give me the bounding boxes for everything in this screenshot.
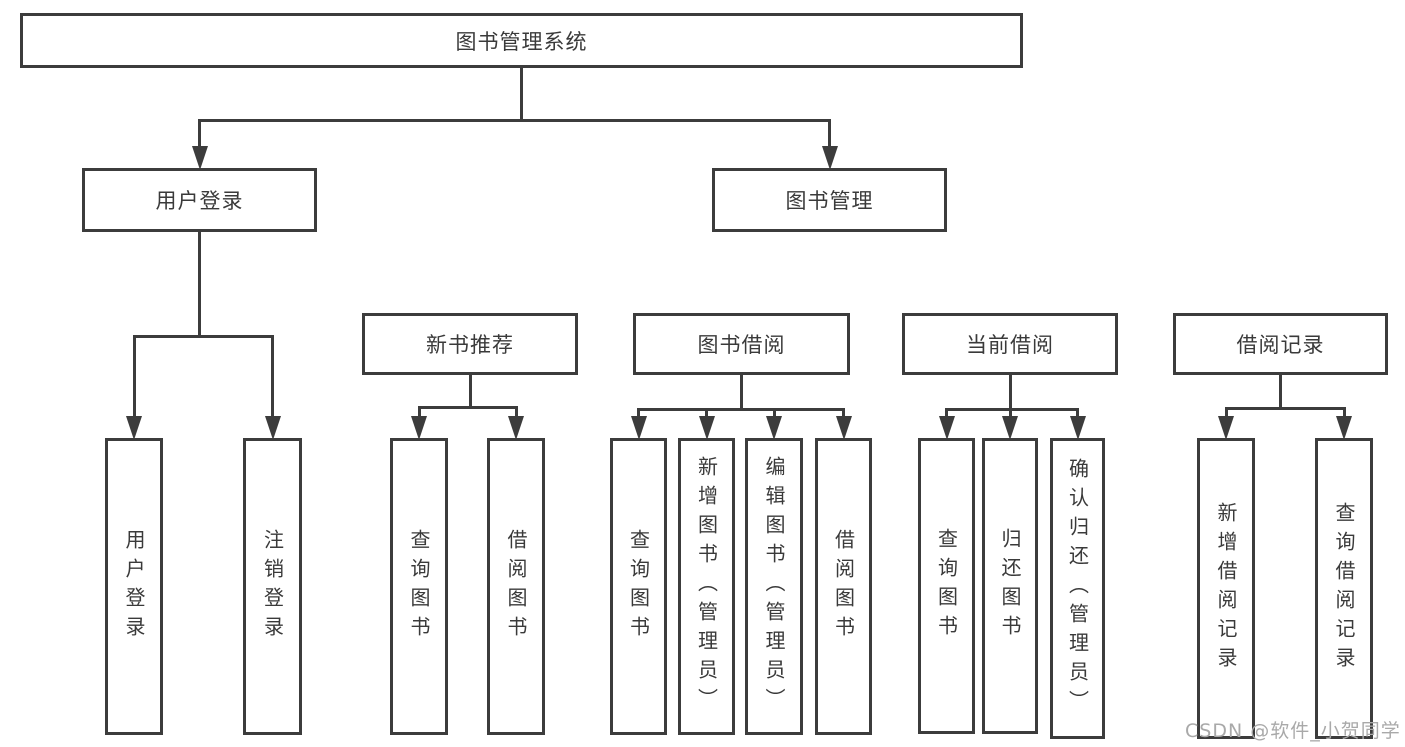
edge-bar-root xyxy=(198,118,831,122)
edge-arrowhead-leaf-cb-return-books xyxy=(1002,416,1018,440)
csdn-watermark: CSDN @软件_小贺同学 xyxy=(1185,720,1401,742)
edge-arrowhead-leaf-rec-borrow-books xyxy=(508,416,524,440)
node-label-book-borrow: 图书借阅 xyxy=(697,333,786,357)
edge-arrowhead-user-login xyxy=(191,146,208,170)
edge-arrowhead-leaf-cb-confirm-return xyxy=(1069,416,1086,440)
node-leaf-cb-confirm-return: 确认归还（管理员） xyxy=(1050,438,1105,739)
edge-arrowhead-leaf-logout xyxy=(264,416,281,440)
node-leaf-cb-return-books: 归还图书 xyxy=(982,438,1038,734)
edge-drop-leaf-user-login xyxy=(132,336,136,424)
edge-drop-book-mgmt xyxy=(828,120,831,154)
edge-arrowhead-leaf-user-login xyxy=(126,416,142,440)
edge-arrowhead-leaf-bb-query-books xyxy=(630,416,647,440)
edge-bar-new-book-rec xyxy=(417,405,518,409)
node-borrow-records: 借阅记录 xyxy=(1173,313,1388,375)
node-label-leaf-bb-borrow-books: 借阅图书 xyxy=(831,528,856,645)
edge-arrowhead-book-mgmt xyxy=(821,146,838,170)
node-leaf-bb-add-books: 新增图书（管理员） xyxy=(678,438,735,735)
edge-arrowhead-leaf-br-query-record xyxy=(1336,416,1352,440)
edge-drop-leaf-rec-query-books xyxy=(417,407,421,424)
node-label-root: 图书管理系统 xyxy=(455,29,588,54)
edge-bar-book-borrow xyxy=(637,407,845,411)
edge-bar-user-login xyxy=(132,334,274,338)
edge-stem-current-borrow xyxy=(1008,373,1012,411)
edge-stem-book-borrow xyxy=(740,373,743,411)
node-label-leaf-cb-return-books: 归还图书 xyxy=(998,528,1022,644)
node-label-leaf-bb-query-books: 查询图书 xyxy=(626,528,651,645)
edge-stem-borrow-records xyxy=(1279,373,1282,410)
edge-drop-leaf-logout xyxy=(271,336,274,424)
node-user-login: 用户登录 xyxy=(82,168,317,232)
node-new-book-rec: 新书推荐 xyxy=(362,313,578,375)
edge-arrowhead-leaf-bb-borrow-books xyxy=(835,416,852,440)
node-label-leaf-rec-borrow-books: 借阅图书 xyxy=(504,528,528,645)
node-leaf-cb-query-books: 查询图书 xyxy=(918,438,975,734)
edge-drop-user-login xyxy=(198,120,201,154)
edge-bar-current-borrow xyxy=(945,407,1079,411)
node-leaf-bb-query-books: 查询图书 xyxy=(610,438,667,735)
edge-stem-root xyxy=(520,66,523,122)
node-root: 图书管理系统 xyxy=(20,13,1023,68)
node-label-leaf-user-login: 用户登录 xyxy=(122,528,146,645)
node-label-leaf-bb-add-books: 新增图书（管理员） xyxy=(694,456,719,717)
edge-arrowhead-leaf-bb-edit-books xyxy=(766,416,782,440)
node-label-borrow-records: 借阅记录 xyxy=(1236,333,1325,357)
node-label-current-borrow: 当前借阅 xyxy=(966,333,1054,357)
node-leaf-br-add-record: 新增借阅记录 xyxy=(1197,438,1255,739)
node-leaf-bb-borrow-books: 借阅图书 xyxy=(815,438,872,735)
node-leaf-rec-query-books: 查询图书 xyxy=(390,438,448,735)
edge-arrowhead-leaf-cb-query-books xyxy=(938,416,955,440)
node-label-leaf-br-query-record: 查询借阅记录 xyxy=(1332,501,1356,676)
node-leaf-rec-borrow-books: 借阅图书 xyxy=(487,438,545,735)
node-label-leaf-bb-edit-books: 编辑图书（管理员） xyxy=(762,456,786,717)
node-leaf-bb-edit-books: 编辑图书（管理员） xyxy=(745,438,803,735)
node-label-leaf-br-add-record: 新增借阅记录 xyxy=(1214,501,1238,676)
node-label-leaf-rec-query-books: 查询图书 xyxy=(407,528,431,645)
edge-bar-borrow-records xyxy=(1224,406,1346,410)
node-leaf-user-login: 用户登录 xyxy=(105,438,163,735)
edge-stem-user-login xyxy=(198,230,201,338)
node-label-leaf-cb-confirm-return: 确认归还（管理员） xyxy=(1065,458,1090,719)
node-label-leaf-cb-query-books: 查询图书 xyxy=(934,528,959,644)
node-book-mgmt: 图书管理 xyxy=(712,168,947,232)
node-label-new-book-rec: 新书推荐 xyxy=(426,333,514,357)
node-leaf-logout: 注销登录 xyxy=(243,438,302,735)
node-label-leaf-logout: 注销登录 xyxy=(260,528,285,645)
edge-drop-leaf-rec-borrow-books xyxy=(514,407,518,424)
edge-stem-new-book-rec xyxy=(468,373,472,409)
node-leaf-br-query-record: 查询借阅记录 xyxy=(1315,438,1373,739)
edge-arrowhead-leaf-bb-add-books xyxy=(698,416,715,440)
node-current-borrow: 当前借阅 xyxy=(902,313,1118,375)
edge-arrowhead-leaf-rec-query-books xyxy=(411,416,427,440)
node-label-book-mgmt: 图书管理 xyxy=(785,189,874,213)
node-label-user-login: 用户登录 xyxy=(155,189,244,213)
node-book-borrow: 图书借阅 xyxy=(633,313,850,375)
edge-arrowhead-leaf-br-add-record xyxy=(1218,416,1234,440)
